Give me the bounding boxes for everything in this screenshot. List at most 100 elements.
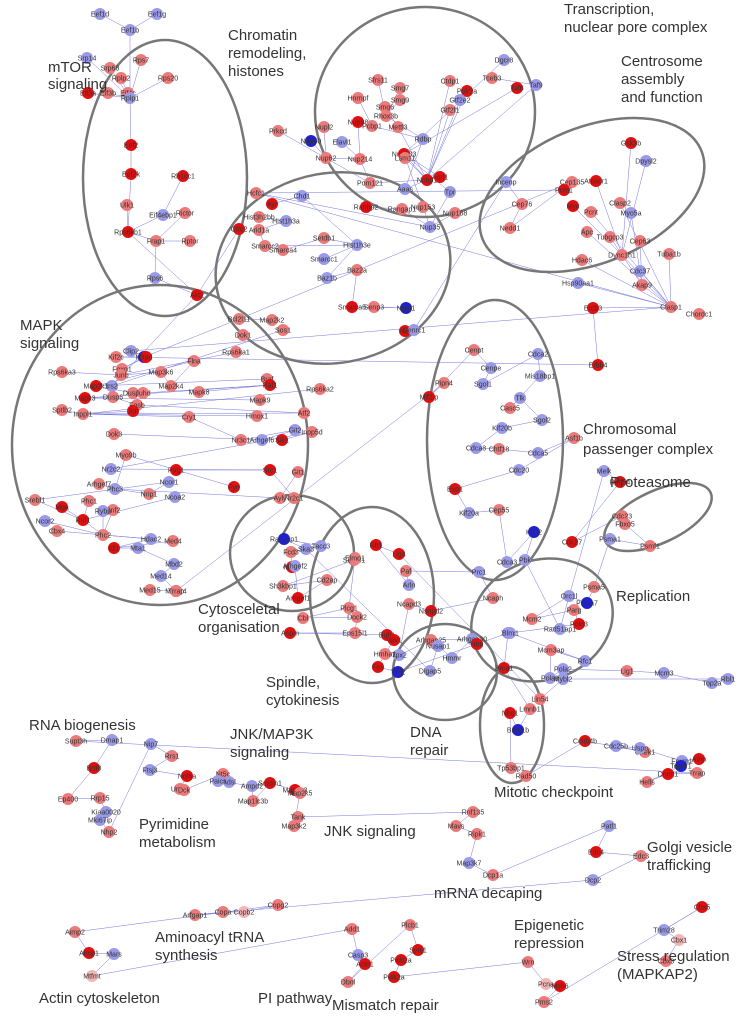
node-circle xyxy=(294,787,306,799)
edge xyxy=(114,488,281,499)
node-label: Rnf135 xyxy=(462,810,485,817)
node-circle xyxy=(144,764,156,776)
node-aimp1: Aimp1 xyxy=(79,947,99,959)
node-mapk9: Mapk9 xyxy=(249,394,271,406)
node-atnp: Atnp xyxy=(692,753,706,765)
node-circle xyxy=(127,405,139,417)
node-circle xyxy=(108,948,120,960)
node-circle xyxy=(408,324,420,336)
node-label: Atf2 xyxy=(298,411,311,418)
node-label: Rfc1 xyxy=(578,659,593,666)
node-smg7: Smg7 xyxy=(391,82,409,94)
node-label: Dcp2 xyxy=(585,878,601,885)
group-label-line: metabolism xyxy=(139,834,216,851)
node-label: Dok1 xyxy=(235,333,251,340)
node-prc1: Prc1 xyxy=(472,566,486,578)
edge xyxy=(198,384,271,393)
node-circle xyxy=(183,411,195,423)
node-circle xyxy=(493,443,505,455)
node-label: Smarca5 xyxy=(338,305,366,312)
node-fyn: Fyn xyxy=(228,481,240,493)
node-cenrc1: Cenrc1 xyxy=(403,324,425,336)
edge xyxy=(571,515,623,543)
node-circle xyxy=(693,308,705,320)
node-label: Brca1b xyxy=(507,728,529,735)
node-rad51ap1: Rad51ap1 xyxy=(544,623,576,635)
node-circle xyxy=(351,239,363,251)
node-flna: Flna xyxy=(187,355,201,367)
edge xyxy=(571,481,621,543)
node-label: Myc xyxy=(567,204,580,211)
node-ncapd3: Ncapd3 xyxy=(397,598,421,610)
node-circle xyxy=(532,348,544,360)
edge xyxy=(428,349,475,398)
node-circle xyxy=(107,391,119,403)
group-label-proteasome: Proteasome xyxy=(610,474,691,491)
node-label: Nr3c1 xyxy=(232,438,251,445)
node-label: Pi4k2a xyxy=(383,975,405,982)
node-label: Tlk xyxy=(515,396,525,403)
node-label: Rplp2 xyxy=(112,76,130,83)
node-circle xyxy=(292,811,304,823)
node-clip2: Clip2 xyxy=(123,345,139,357)
node-circle xyxy=(351,611,363,623)
node-circle xyxy=(166,750,178,762)
node-map1lc3b: Map1lc3b xyxy=(238,795,268,807)
node-label: Hmha1 xyxy=(374,652,397,659)
node-circle xyxy=(292,466,304,478)
cluster-mtor xyxy=(81,38,249,318)
node-circle xyxy=(461,85,473,97)
edge xyxy=(113,540,174,549)
node-dusp6: Dusp6 xyxy=(103,391,123,403)
group-label-line: Actin cytoskeleton xyxy=(39,990,160,1007)
node-label: Mki67ip xyxy=(88,818,112,825)
node-label: Baz2a xyxy=(347,268,367,275)
node-circle xyxy=(82,87,94,99)
node-ulk1: Ulk1 xyxy=(120,199,134,211)
node-label: Pipn4 xyxy=(435,381,453,388)
node-circle xyxy=(140,351,152,363)
node-label: Ncbp1 xyxy=(417,178,437,185)
edge xyxy=(75,739,113,742)
edge xyxy=(102,534,152,540)
edge xyxy=(91,928,353,977)
edge xyxy=(75,740,698,774)
node-label: Nedd1 xyxy=(500,226,521,233)
node-label: Hdac2 xyxy=(141,537,161,544)
node-circle xyxy=(625,207,637,219)
node-circle xyxy=(321,272,333,284)
node-circle xyxy=(364,177,376,189)
node-label: Taf9 xyxy=(529,83,542,90)
node-circle xyxy=(579,655,591,667)
node-aqrl1: Aqrl1 xyxy=(432,171,448,183)
node-cenpe: Cenpe xyxy=(481,362,501,374)
edge xyxy=(609,538,651,547)
node-label: Akap9 xyxy=(632,283,652,290)
edge xyxy=(175,382,445,592)
node-label: Rps7 xyxy=(133,58,149,65)
node-circle xyxy=(660,955,672,967)
node-nbs1: Nbs1 xyxy=(502,707,518,719)
edge xyxy=(531,609,575,620)
node-label: Clasp1 xyxy=(660,305,682,312)
node-circle xyxy=(634,235,646,247)
node-nup50: Nup50 xyxy=(301,135,321,147)
edge xyxy=(592,306,672,309)
node-circle xyxy=(77,514,89,526)
node-rad54: Rad54 xyxy=(610,476,630,488)
node-circle xyxy=(449,207,461,219)
node-circle xyxy=(392,121,404,133)
node-copg2: Copg2 xyxy=(268,899,288,911)
node-eif3a: Eif3a xyxy=(80,87,96,99)
node-label: Hist1h3e xyxy=(343,243,371,250)
node-rfc1: Rfc1 xyxy=(578,655,593,667)
node-circle xyxy=(400,565,412,577)
node-label: Aimp1 xyxy=(79,951,99,958)
node-circle xyxy=(438,377,450,389)
node-circle xyxy=(178,784,190,796)
node-circle xyxy=(318,253,330,265)
node-label: Dck xyxy=(178,788,191,795)
node-dok3: Dok3 xyxy=(106,428,122,440)
node-ercb3: Ercb3 xyxy=(584,302,602,314)
